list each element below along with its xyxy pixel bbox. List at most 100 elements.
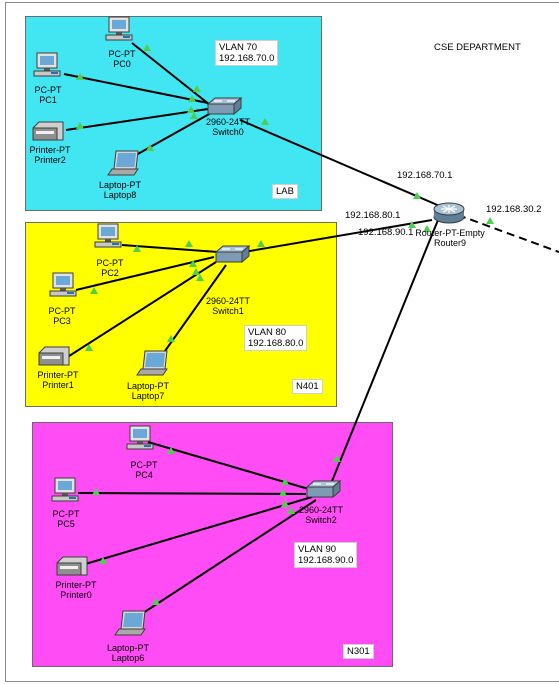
links [63,42,559,616]
switch1-icon[interactable] [215,245,250,263]
pc3-label: PC-PT PC3 [40,306,84,326]
pc4-icon[interactable] [126,425,154,450]
port-indicator [190,112,198,119]
link-router9-wan[interactable] [457,214,559,253]
port-indicator [279,489,287,496]
port-indicator [192,268,200,275]
pc0-icon[interactable] [105,16,133,41]
router9-type: Router-PT-Empty [415,228,485,238]
port-indicator [76,122,84,129]
pc5-icon[interactable] [51,477,79,502]
laptop7-name: Laptop7 [131,391,165,401]
printer0-icon[interactable] [56,556,88,576]
page-border [5,2,559,682]
router-ip-vlan70: 192.168.70.1 [397,170,453,181]
pc3-type: PC-PT [48,306,76,316]
pc5-type: PC-PT [52,509,80,519]
pc0-type: PC-PT [108,49,136,59]
link-pc1-switch0[interactable] [63,73,209,104]
switch2-icon[interactable] [306,480,341,498]
pc2-icon[interactable] [94,223,122,248]
port-indicator [189,260,197,267]
port-indicator [281,478,289,485]
printer0-name: Printer0 [60,590,92,600]
port-indicator [196,274,204,281]
link-switch2-router9[interactable] [329,219,439,487]
n301-vlan-label: VLAN 90 [298,544,337,555]
port-indicator [333,455,341,462]
port-indicator [281,500,289,507]
port-indicator [261,118,269,125]
laptop7-label: Laptop-PT Laptop7 [118,381,178,401]
laptop6-type: Laptop-PT [106,643,150,653]
laptop6-name: Laptop6 [111,653,145,663]
laptop8-label: Laptop-PT Laptop8 [90,180,150,200]
link-switch0-router9[interactable] [239,119,443,208]
port-indicator [146,144,154,151]
link-pc0-switch0[interactable] [131,42,211,106]
port-indicator [185,240,193,247]
router9-label: Router-PT-Empty Router9 [408,228,492,248]
n401-vlan-note[interactable]: VLAN 80 192.168.80.0 [244,325,308,351]
port-indicators [76,44,494,605]
pc2-type: PC-PT [96,258,124,268]
port-indicator [287,507,295,514]
printer2-name: Printer2 [34,155,66,165]
link-printer1-switch1[interactable] [65,261,217,359]
n301-zone-tag[interactable]: N301 [343,644,374,659]
switch0-icon[interactable] [207,97,242,115]
pc2-name: PC2 [101,268,119,278]
laptop8-name: Laptop8 [103,190,137,200]
port-indicator [152,598,160,605]
router9-icon[interactable] [433,202,465,224]
zone-n401[interactable] [25,222,337,407]
pc0-label: PC-PT PC0 [100,49,144,69]
router-ip-wan: 192.168.30.2 [486,204,542,215]
switch2-name: Switch2 [305,515,337,525]
pc1-icon[interactable] [33,52,61,77]
pc5-name: PC5 [57,519,75,529]
pc0-name: PC0 [113,59,131,69]
n301-subnet-label: 192.168.90.0 [298,555,354,566]
lab-zone-tag[interactable]: LAB [272,184,298,199]
port-indicator [85,344,93,351]
link-pc5-switch2[interactable] [77,492,307,495]
pc3-icon[interactable] [49,272,77,297]
printer1-icon[interactable] [38,346,70,366]
port-indicator [188,95,196,102]
switch0-name: Switch0 [212,127,244,137]
port-indicator [187,106,195,113]
n401-subnet-label: 192.168.80.0 [248,338,304,349]
router-ip-vlan90: 192.168.90.1 [358,227,414,238]
link-laptop6-switch2[interactable] [139,499,317,616]
link-printer0-switch2[interactable] [81,496,313,566]
laptop8-type: Laptop-PT [98,180,142,190]
printer2-label: Printer-PT Printer2 [20,145,80,165]
link-printer2-switch0[interactable] [65,108,209,131]
port-indicator [408,221,416,228]
n301-vlan-note[interactable]: VLAN 90 192.168.90.0 [294,542,358,568]
router9-name: Router9 [433,238,467,248]
printer1-label: Printer-PT Printer1 [28,370,88,390]
link-pc3-switch1[interactable] [75,256,215,291]
port-indicator [486,217,494,224]
diagram-title: CSE DEPARTMENT [434,42,521,53]
link-pc2-switch1[interactable] [121,244,219,253]
port-indicator [413,192,421,199]
printer1-type: Printer-PT [37,370,79,380]
port-indicator [257,240,265,247]
printer2-icon[interactable] [32,121,64,141]
port-indicator [143,44,151,51]
link-laptop7-switch1[interactable] [159,264,227,359]
n401-zone-tag[interactable]: N401 [292,379,323,394]
printer1-name: Printer1 [42,380,74,390]
link-switch1-router9[interactable] [243,219,433,253]
pc4-label: PC-PT PC4 [122,460,166,480]
pc5-label: PC-PT PC5 [44,509,88,529]
port-indicator [193,85,201,92]
lab-vlan-note[interactable]: VLAN 70 192.168.70.0 [215,40,279,66]
port-indicator [76,73,84,80]
pc3-name: PC3 [53,316,71,326]
printer2-type: Printer-PT [29,145,71,155]
